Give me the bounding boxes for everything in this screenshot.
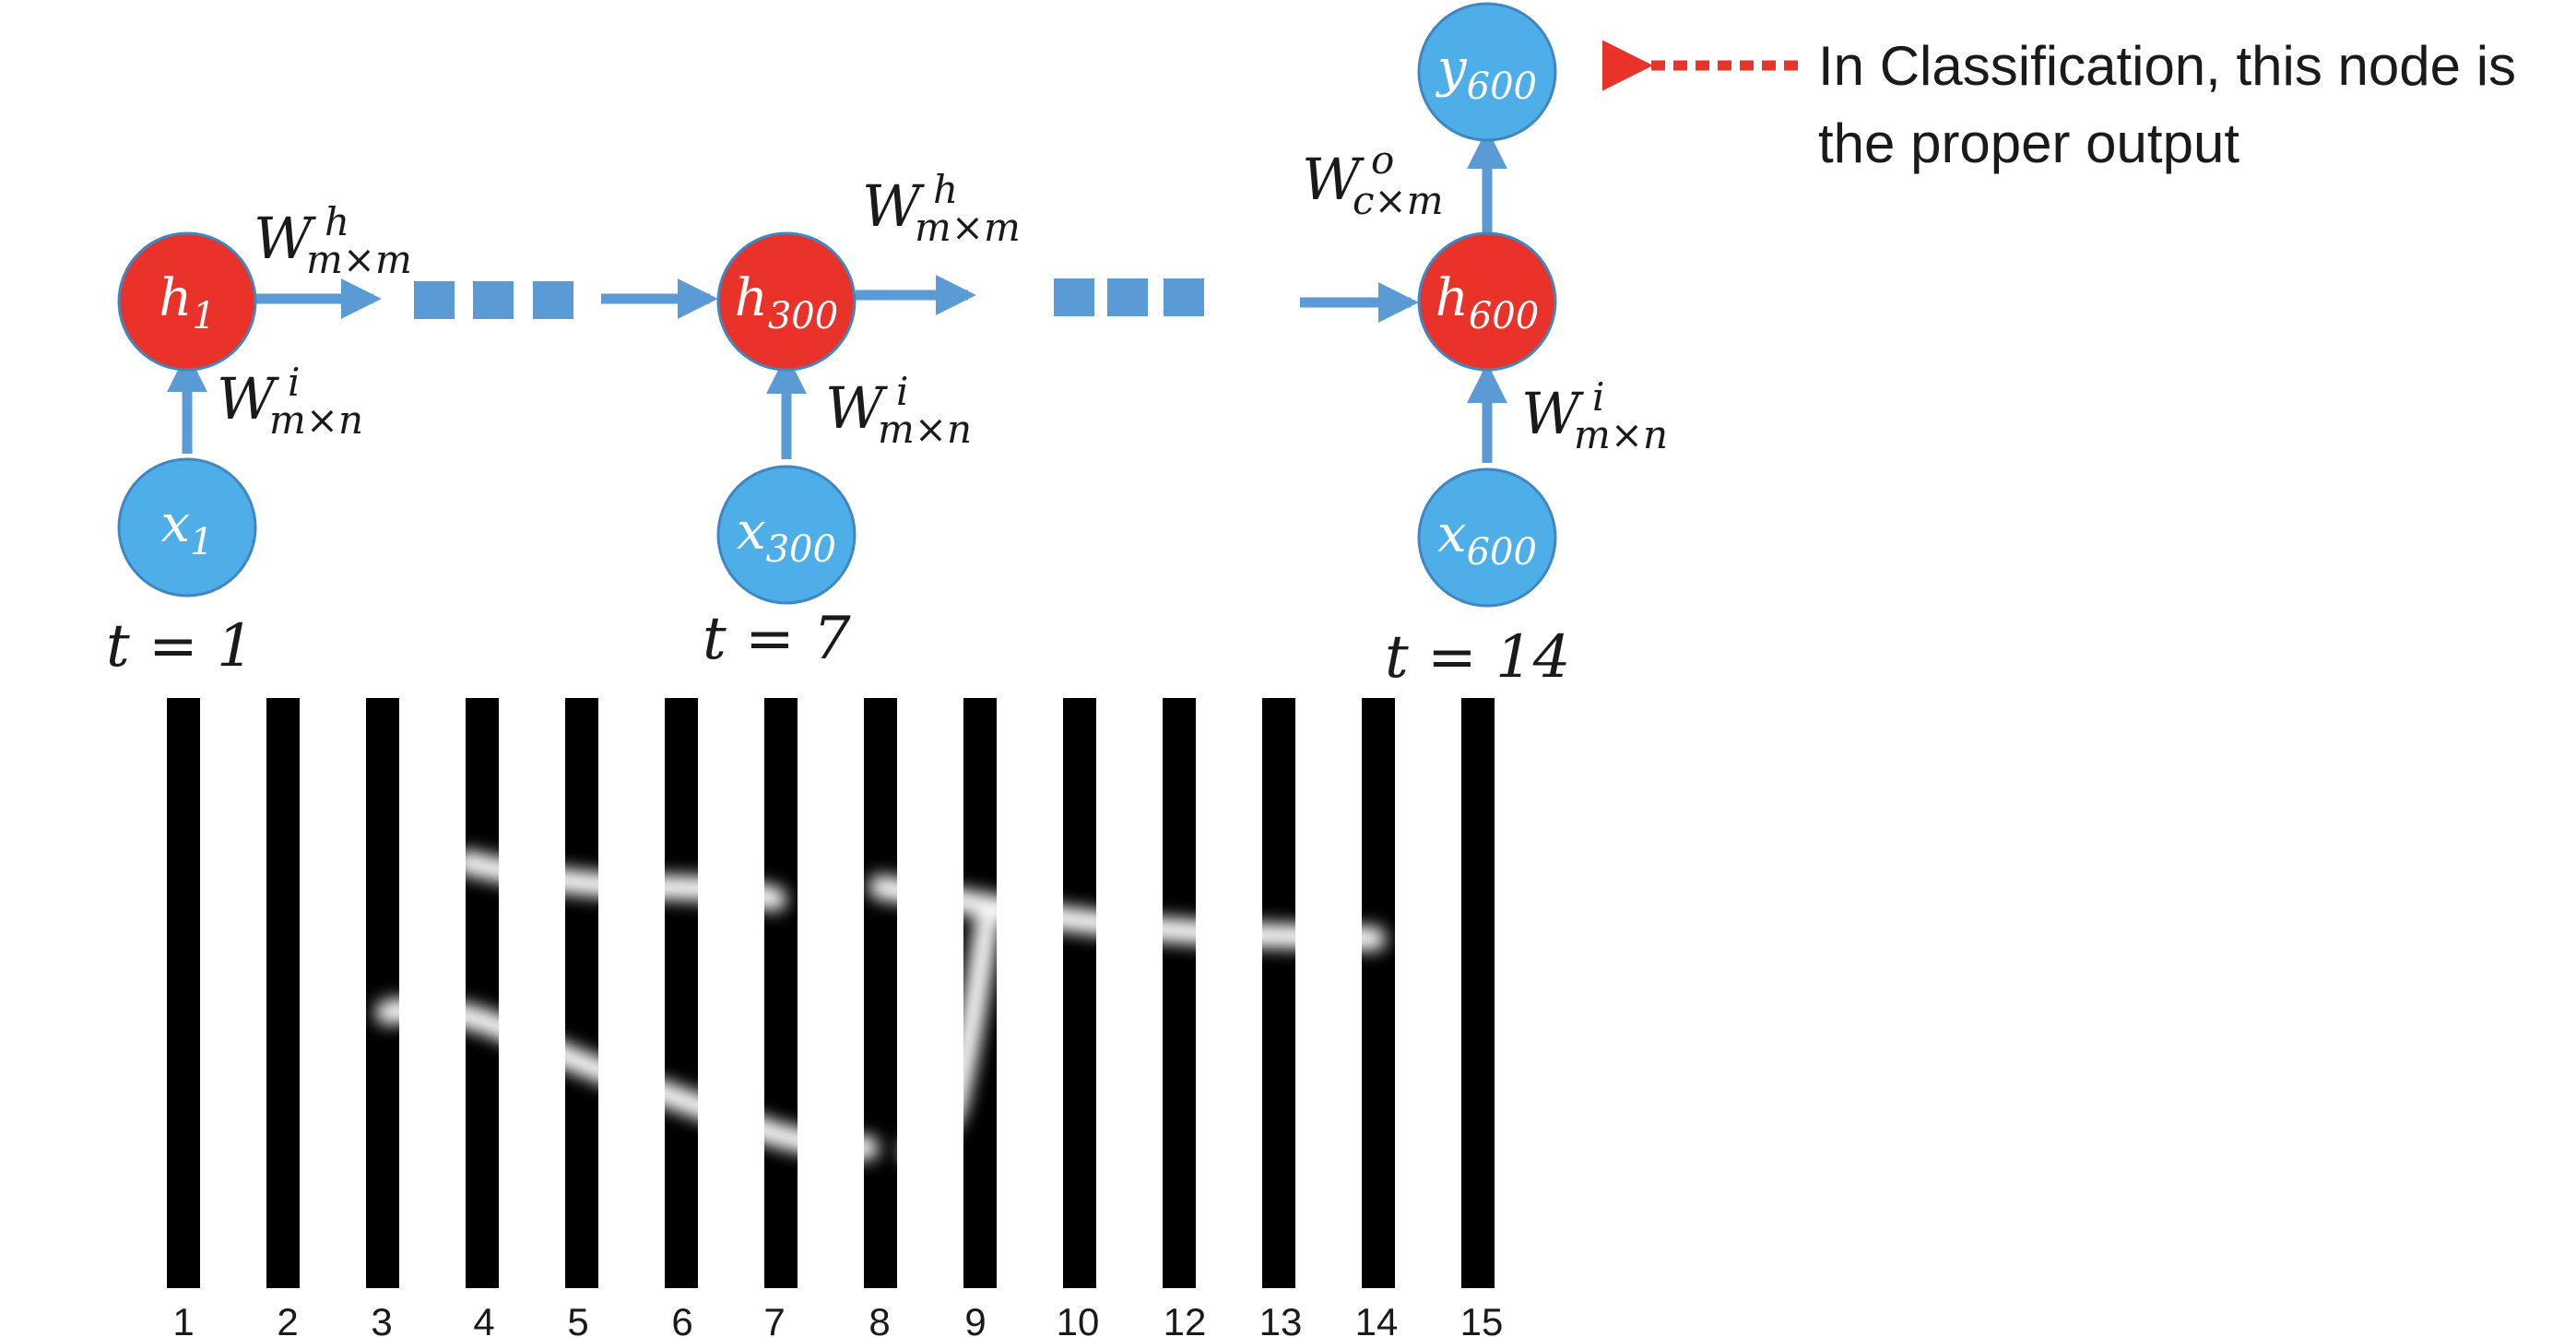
strip-7 xyxy=(764,698,798,1288)
strip-14 xyxy=(1362,698,1395,1288)
svg-text:x600: x600 xyxy=(1437,504,1537,574)
weight-label-hidden-1: W h m×m xyxy=(254,199,412,282)
svg-text:x300: x300 xyxy=(737,502,836,571)
node-x300-sub: 300 xyxy=(766,528,836,571)
strip-label-8: 8 xyxy=(869,1300,890,1337)
strip-10 xyxy=(1063,698,1096,1288)
node-h300-sub: 300 xyxy=(768,295,838,337)
time-label-1: t = 1 xyxy=(106,612,254,680)
strip-label-14: 14 xyxy=(1355,1300,1399,1337)
strip-label-12: 12 xyxy=(1164,1300,1207,1337)
strip-label-7: 7 xyxy=(763,1300,785,1337)
node-h600-sub: 600 xyxy=(1469,295,1539,337)
weight-input-3-base: W xyxy=(1521,380,1584,447)
strip-1 xyxy=(167,698,200,1288)
node-h1: h1 xyxy=(117,231,257,372)
weight-output-sup: o xyxy=(1371,137,1394,183)
weight-input-2-sub: m×n xyxy=(878,407,972,452)
weight-hidden-2-sub: m×m xyxy=(915,205,1021,250)
weight-input-2-base: W xyxy=(825,374,888,442)
ellipsis-squares-2 xyxy=(1054,278,1204,316)
node-x1: x1 xyxy=(117,457,257,598)
weight-hidden-2-base: W xyxy=(862,172,925,240)
node-y600: y600 xyxy=(1417,2,1557,142)
strip-label-1: 1 xyxy=(172,1300,194,1337)
weight-output-base: W xyxy=(1302,146,1365,213)
strip-15 xyxy=(1461,698,1495,1288)
weight-input-3-sub: m×n xyxy=(1574,412,1668,457)
weight-hidden-1-base: W xyxy=(254,205,316,272)
strip-label-2: 2 xyxy=(277,1300,298,1337)
strip-4 xyxy=(466,698,499,1288)
image-strips xyxy=(167,698,1495,1288)
weight-label-input-3: W i m×n xyxy=(1521,374,1668,457)
node-h1-sub: 1 xyxy=(192,295,215,337)
node-x600: x600 xyxy=(1417,467,1557,608)
weight-label-input-1: W i m×n xyxy=(217,360,363,443)
strip-label-13: 13 xyxy=(1259,1300,1303,1337)
strip-label-3: 3 xyxy=(371,1300,392,1337)
node-x600-base: x xyxy=(1437,504,1467,564)
strip-2 xyxy=(266,698,300,1288)
strip-6 xyxy=(665,698,698,1288)
weight-input-1-base: W xyxy=(217,365,279,432)
weight-input-2-sup: i xyxy=(896,369,908,414)
weight-output-sub: c×m xyxy=(1353,178,1444,223)
node-y600-base: y xyxy=(1435,39,1468,99)
node-x1-sub: 1 xyxy=(190,521,213,563)
node-x600-sub: 600 xyxy=(1467,531,1537,574)
weight-hidden-1-sub: m×m xyxy=(306,237,412,282)
strip-5 xyxy=(565,698,598,1288)
weight-label-output: W o c×m xyxy=(1302,137,1444,223)
weight-label-hidden-2: W h m×m xyxy=(862,167,1021,250)
node-h600-base: h xyxy=(1436,268,1469,328)
callout-line-2: the proper output xyxy=(1818,112,2239,174)
weight-hidden-1-sup: h xyxy=(325,199,349,244)
node-h300: h300 xyxy=(716,231,857,372)
strip-label-6: 6 xyxy=(671,1300,692,1337)
strip-label-5: 5 xyxy=(567,1300,588,1337)
node-x1-base: x xyxy=(160,494,190,554)
strip-labels: 1 2 3 4 5 6 7 8 9 10 12 13 14 15 xyxy=(172,1300,1503,1337)
strip-3 xyxy=(366,698,399,1288)
time-label-14: t = 14 xyxy=(1385,623,1570,692)
strip-label-15: 15 xyxy=(1460,1300,1504,1337)
svg-text:h1: h1 xyxy=(159,268,216,337)
node-h300-base: h xyxy=(735,268,768,328)
strip-label-9: 9 xyxy=(964,1300,986,1337)
svg-text:h300: h300 xyxy=(735,268,838,337)
weight-label-input-2: W i m×n xyxy=(825,369,972,452)
node-h600: h600 xyxy=(1417,231,1557,372)
strip-label-4: 4 xyxy=(473,1300,494,1337)
strip-13 xyxy=(1262,698,1295,1288)
strip-8 xyxy=(864,698,897,1288)
ellipsis-squares-1 xyxy=(414,281,573,319)
strip-12 xyxy=(1163,698,1196,1288)
node-y600-sub: 600 xyxy=(1467,65,1537,108)
weight-input-3-sup: i xyxy=(1592,374,1604,420)
svg-text:x1: x1 xyxy=(160,494,213,563)
time-label-7: t = 7 xyxy=(703,605,851,673)
strip-label-10: 10 xyxy=(1057,1300,1100,1337)
weight-input-1-sup: i xyxy=(288,360,300,405)
svg-text:h600: h600 xyxy=(1436,268,1539,337)
weight-hidden-2-sup: h xyxy=(933,167,958,212)
node-h1-base: h xyxy=(159,268,192,328)
weight-input-1-sub: m×n xyxy=(269,397,363,443)
svg-text:y600: y600 xyxy=(1435,39,1537,108)
node-x300-base: x xyxy=(737,502,766,562)
node-x300: x300 xyxy=(716,465,857,605)
callout-line-1: In Classification, this node is xyxy=(1818,35,2516,97)
